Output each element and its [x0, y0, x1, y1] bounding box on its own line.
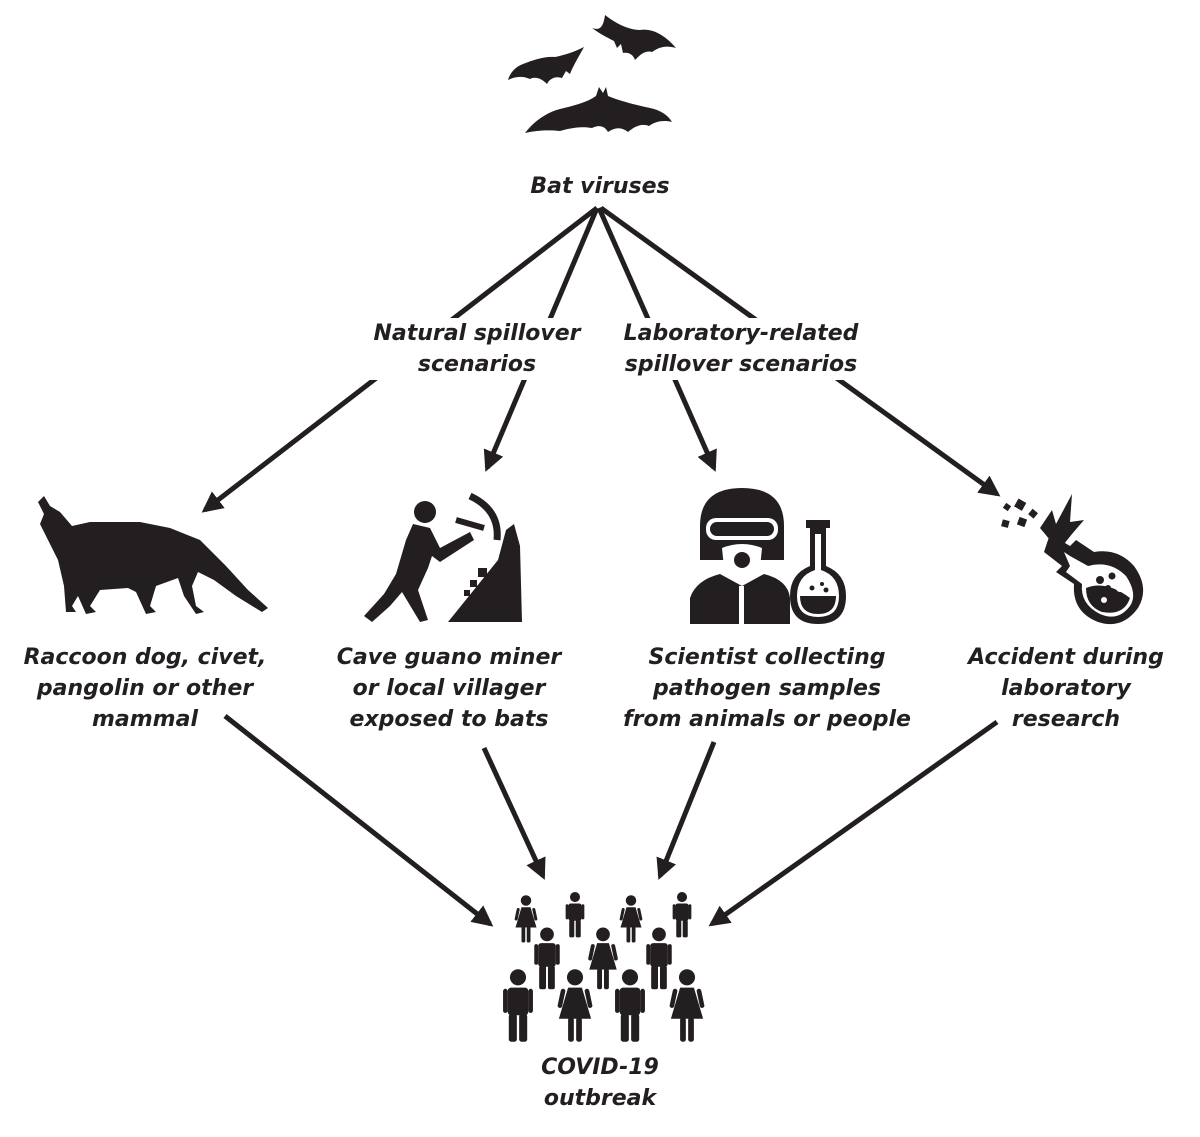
- branch-line: Natural spillover: [373, 321, 581, 346]
- node-line: laboratory: [1001, 676, 1131, 701]
- branch-line: scenarios: [417, 352, 537, 377]
- source-label: Bat viruses: [500, 171, 700, 202]
- node-label-mammal: Raccoon dog, civet, pangolin or other ma…: [10, 642, 280, 735]
- laboratory-branch-label: Laboratory-related spillover scenarios: [606, 318, 876, 380]
- outcome-label: COVID-19 outbreak: [500, 1052, 700, 1114]
- node-line: mammal: [91, 707, 198, 732]
- arrows-bottom: [223, 714, 999, 927]
- branch-line: Laboratory-related: [623, 321, 859, 346]
- bat-icon: [508, 47, 584, 84]
- node-line: exposed to bats: [349, 707, 549, 732]
- node-line: Raccoon dog, civet,: [23, 645, 267, 670]
- arrow-from-miner: [481, 746, 546, 880]
- branch-line: spillover scenarios: [624, 352, 858, 377]
- node-line: pathogen samples: [652, 676, 882, 701]
- arrow-from-scientist: [656, 741, 717, 880]
- outcome-line: COVID-19: [541, 1055, 659, 1080]
- crowd-icon: [503, 892, 705, 1042]
- outcome-line: outbreak: [543, 1086, 657, 1111]
- node-line: from animals or people: [623, 707, 911, 732]
- bat-icon: [592, 15, 676, 60]
- node-label-scientist: Scientist collecting pathogen samples fr…: [612, 642, 922, 735]
- node-label-miner: Cave guano miner or local villager expos…: [314, 642, 584, 735]
- fox-icon: [38, 496, 268, 614]
- node-line: Accident during: [968, 645, 1164, 670]
- node-label-accident: Accident during laboratory research: [946, 642, 1186, 735]
- source-line: Bat viruses: [530, 174, 670, 199]
- node-line: Scientist collecting: [648, 645, 886, 670]
- natural-branch-label: Natural spillover scenarios: [347, 318, 607, 380]
- bat-icon: [525, 87, 672, 133]
- node-line: or local villager: [352, 676, 546, 701]
- node-line: Cave guano miner: [336, 645, 562, 670]
- arrow-from-mammal: [223, 714, 494, 927]
- node-line: pangolin or other: [36, 676, 254, 701]
- exploding-flask-icon: [1001, 494, 1144, 625]
- node-line: research: [1011, 707, 1121, 732]
- miner-icon: [364, 492, 522, 622]
- arrow-from-accident: [708, 719, 999, 927]
- scientist-icon: [690, 488, 846, 624]
